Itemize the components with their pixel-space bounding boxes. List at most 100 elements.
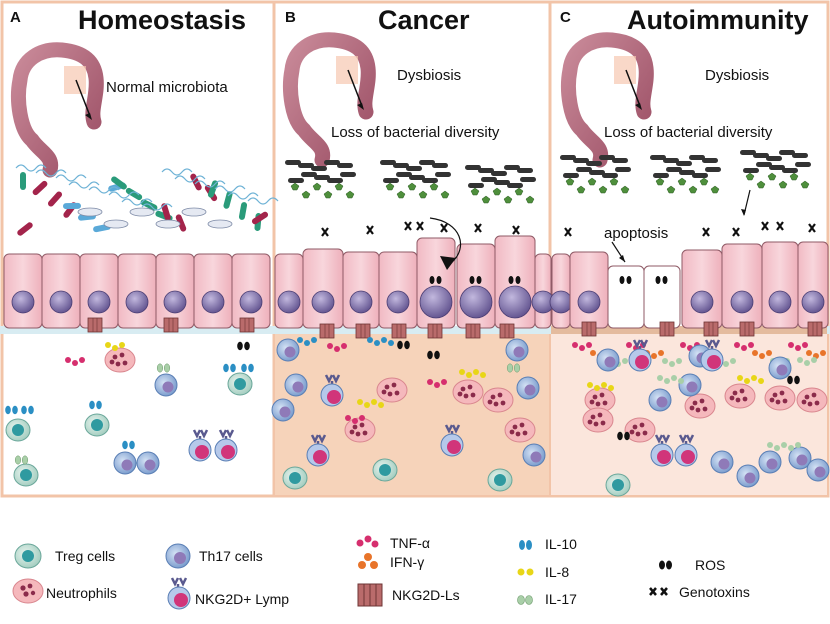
dysbiotic-bacterium (468, 183, 484, 188)
dysbiotic-bacterium (429, 182, 439, 191)
commensal-bacterium (238, 202, 248, 220)
dysbiotic-bacterium (314, 175, 330, 180)
dysbiotic-bacterium (396, 172, 412, 177)
nkg2d-ligand (581, 321, 597, 337)
dysbiotic-bacterium (753, 153, 769, 158)
flagellum (214, 185, 246, 193)
il8-cytokine (459, 369, 486, 378)
epithelial-cell (274, 253, 304, 329)
neutrophil (344, 417, 376, 443)
epithelial-cell (416, 237, 456, 329)
flagellum (247, 197, 279, 205)
dysbiotic-bacterium (615, 167, 631, 172)
flagellum (108, 191, 140, 199)
dysbiotic-bacterium (710, 185, 720, 194)
th17-cell (648, 388, 672, 412)
il8-cytokine (105, 342, 125, 351)
dysbiotic-bacterium (298, 163, 314, 168)
tnf-cytokine (327, 343, 347, 352)
il10-cytokine (367, 337, 394, 346)
nkg2d-lymphocyte (306, 434, 330, 467)
dysbiotic-bacterium (676, 161, 692, 166)
dysbiotic-bacterium (337, 163, 353, 168)
nkg2d-lymphocyte (440, 424, 464, 457)
treg-cell (372, 458, 398, 482)
nucleus (87, 290, 111, 314)
legend-genotoxins-label: Genotoxins (679, 584, 750, 600)
commensal-bacterium (181, 207, 207, 217)
legend-il10-icon (519, 540, 532, 550)
dysbiotic-bacterium (609, 177, 619, 186)
il10-cytokine (21, 405, 34, 415)
treg-cell (5, 418, 31, 442)
dysbiotic-bacterium (288, 178, 304, 183)
dysbiotic-bacterium (688, 185, 698, 194)
genotoxin (732, 227, 740, 237)
dysbiotic-bacterium (576, 185, 586, 194)
dysbiotic-bacterium (769, 165, 785, 170)
immune-compartment (5, 337, 830, 497)
cytokine-cluster (788, 342, 808, 351)
nkg2d-lymphocyte (674, 434, 698, 467)
genotoxin (808, 223, 816, 233)
commensal-bacterium (190, 173, 202, 191)
ros (427, 350, 440, 360)
nkg2d-lymphocyte (188, 429, 212, 462)
nkg2d-lymphocyte (628, 339, 652, 372)
ros (787, 375, 800, 385)
nucleus (125, 290, 149, 314)
flagellum (161, 168, 193, 176)
dysbiotic-bacterium (756, 180, 766, 189)
dysbiotic-bacterium (285, 160, 301, 165)
dysbiotic-bacterium (766, 156, 782, 161)
panel-a (0, 0, 276, 498)
epithelium (3, 235, 829, 339)
epithelial-cell (342, 251, 380, 329)
nkg2d-ligand (659, 321, 675, 337)
neutrophil (504, 417, 536, 443)
th17-cell (516, 376, 540, 400)
cytokine-cluster (662, 358, 682, 367)
cancer-tissue (275, 332, 549, 495)
commensal-bacterium (175, 214, 187, 232)
epithelial-cell (494, 235, 536, 329)
nucleus (459, 285, 493, 319)
genotoxin (321, 227, 329, 237)
dysbiotic-bacterium (565, 177, 575, 186)
dysbiotic-bacterium (481, 177, 497, 182)
th17-cell (505, 338, 529, 362)
commensal-bacterium (207, 219, 233, 229)
flagellum (121, 198, 153, 206)
cytokine-cluster (752, 350, 772, 359)
dysbiotic-bacterium (514, 187, 524, 196)
flagellum (174, 175, 206, 183)
legend: Treg cells Neutrophils Th17 cells NKG2D+… (12, 535, 750, 610)
epithelial-cell (721, 243, 763, 329)
dysbiotic-bacterium (782, 168, 798, 173)
legend-nkg2d-lymp-icon (167, 577, 191, 610)
dysbiotic-bacterium (767, 172, 777, 181)
nucleus (201, 290, 225, 314)
dysbiotic-bacterium (345, 190, 355, 199)
dysbiotic-bacterium (520, 177, 536, 182)
th17-cell (276, 338, 300, 362)
nkg2d-lymphocyte (700, 339, 724, 372)
epithelial-cell (456, 243, 496, 329)
nucleus (386, 290, 410, 314)
th17-cell (758, 450, 782, 474)
dysbiotic-bacterium (587, 177, 597, 186)
commensal-bacterium (129, 207, 155, 217)
treg-cell (282, 466, 308, 490)
flagellum (88, 186, 120, 194)
dysbiotic-bacterium (699, 177, 709, 186)
dysbiotic-bacterium (666, 185, 676, 194)
apoptotic-cell (643, 265, 681, 329)
treg-cell (227, 372, 253, 396)
dysbiotic-bacterium (692, 173, 708, 178)
neutrophil (582, 407, 614, 433)
dysbiotic-bacterium (663, 158, 679, 163)
dysbiotic-bacterium (492, 187, 502, 196)
legend-ros-label: ROS (695, 557, 725, 573)
legend-nkg2d-ls-label: NKG2D-Ls (392, 587, 460, 603)
